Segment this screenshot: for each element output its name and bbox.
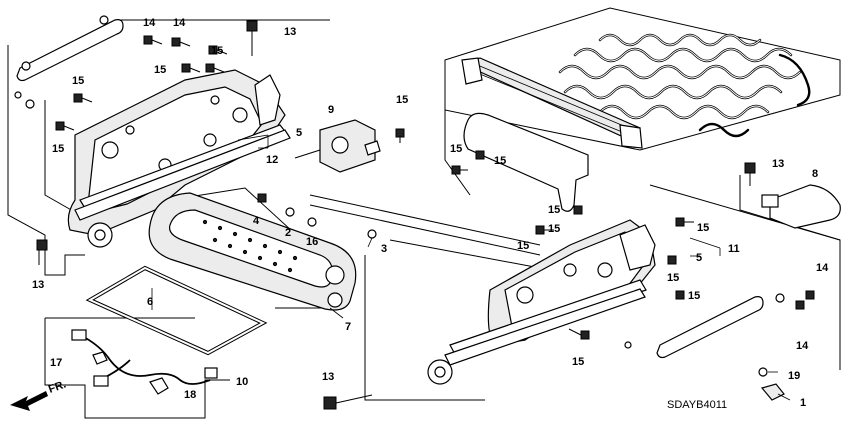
callout-14: 14 xyxy=(816,262,829,274)
front-label: FR. xyxy=(47,378,68,395)
front-direction-arrow: FR. xyxy=(10,378,68,411)
left-side-frame xyxy=(67,69,291,248)
callout-15: 15 xyxy=(548,223,560,235)
callout-2: 2 xyxy=(285,227,291,239)
callout-9: 9 xyxy=(328,104,334,116)
drawing-code: SDAYB4011 xyxy=(667,399,727,411)
callout-17: 17 xyxy=(50,357,62,369)
motor xyxy=(294,119,381,173)
bottom-right-parts xyxy=(758,367,785,401)
callout-7: 7 xyxy=(345,321,351,333)
callout-16: 16 xyxy=(306,236,318,248)
cover-piece xyxy=(761,184,841,229)
callout-15: 15 xyxy=(697,222,709,234)
callout-13: 13 xyxy=(322,371,334,383)
callout-15: 15 xyxy=(72,75,84,87)
callout-14: 14 xyxy=(143,17,156,29)
callout-15: 15 xyxy=(667,272,679,284)
callout-4: 4 xyxy=(253,215,260,227)
callout-15: 15 xyxy=(52,143,64,155)
callout-19: 19 xyxy=(788,370,800,382)
fasteners xyxy=(14,20,815,410)
callout-1: 1 xyxy=(800,397,806,409)
callout-labels: 1 2 3 4 5 5 6 7 8 9 10 11 12 13 13 13 13… xyxy=(32,17,829,409)
callout-15: 15 xyxy=(572,356,584,368)
callout-3: 3 xyxy=(381,243,387,255)
callout-15: 15 xyxy=(396,94,408,106)
callout-5: 5 xyxy=(296,127,302,139)
leader-lines xyxy=(151,134,791,401)
diagram-frames xyxy=(7,7,841,419)
callout-8: 8 xyxy=(812,168,818,180)
callout-15: 15 xyxy=(688,290,700,302)
callout-14: 14 xyxy=(173,17,186,29)
wire-harness xyxy=(71,329,218,395)
callout-13: 13 xyxy=(32,279,44,291)
callout-15: 15 xyxy=(548,204,560,216)
callout-14: 14 xyxy=(796,340,809,352)
lateral-rods xyxy=(309,112,589,269)
callout-15: 15 xyxy=(154,64,166,76)
callout-18: 18 xyxy=(184,389,196,401)
callout-12: 12 xyxy=(266,154,278,166)
seat-pan xyxy=(148,192,357,311)
callout-15: 15 xyxy=(450,143,462,155)
callout-13: 13 xyxy=(284,26,296,38)
links xyxy=(16,15,764,359)
callout-13: 13 xyxy=(772,158,784,170)
callout-15: 15 xyxy=(211,45,223,57)
callout-10: 10 xyxy=(236,376,248,388)
callout-5: 5 xyxy=(696,252,702,264)
seat-springs xyxy=(558,33,811,138)
callout-15: 15 xyxy=(494,155,506,167)
callout-11: 11 xyxy=(728,243,740,255)
right-side-frame xyxy=(427,219,656,385)
wire-frame xyxy=(85,265,268,356)
callout-6: 6 xyxy=(147,296,153,308)
callout-15: 15 xyxy=(517,240,529,252)
front-arrow-icon xyxy=(10,391,48,411)
front-cross-rail xyxy=(461,57,643,149)
